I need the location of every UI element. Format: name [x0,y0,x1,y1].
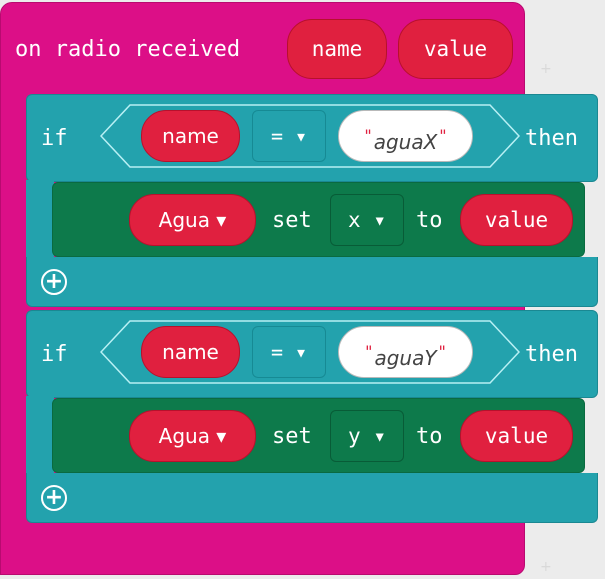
name-variable-pill[interactable]: name [141,110,240,162]
event-label: on radio received [15,37,241,62]
set-keyword: set [272,424,312,449]
then-keyword: then [525,342,578,367]
then-keyword: then [525,126,578,151]
value-variable-pill[interactable]: value [460,194,573,246]
workspace-grid-mark: + [540,61,552,77]
to-keyword: to [416,424,443,449]
string-value: aguaX [373,130,438,154]
if-keyword: if [41,126,68,151]
value-variable-pill[interactable]: value [460,410,573,462]
string-value: aguaY [374,346,437,370]
add-else-icon[interactable]: + [41,269,67,295]
sprite-set-block-1[interactable]: Agua ▾ set x ▾ to value [52,182,585,257]
sprite-set-block-2[interactable]: Agua ▾ set y ▾ to value [52,398,585,473]
param-name-pill[interactable]: name [287,19,387,79]
string-literal[interactable]: "aguaX" [338,110,473,162]
set-keyword: set [272,208,312,233]
string-literal[interactable]: "aguaY" [338,326,473,378]
sprite-dropdown[interactable]: Agua ▾ [129,194,256,246]
if-block-1-side [26,180,54,260]
operator-dropdown[interactable]: = ▾ [252,110,326,162]
add-else-icon[interactable]: + [41,485,67,511]
if-block-2-side [26,396,54,476]
name-variable-pill[interactable]: name [141,326,240,378]
property-dropdown[interactable]: x ▾ [330,194,404,246]
if-block-1-footer: + [26,257,598,307]
if-keyword: if [41,342,68,367]
param-value-pill[interactable]: value [398,19,513,79]
to-keyword: to [416,208,443,233]
if-block-2-footer: + [26,473,598,523]
sprite-dropdown[interactable]: Agua ▾ [129,410,256,462]
operator-dropdown[interactable]: = ▾ [252,326,326,378]
property-dropdown[interactable]: y ▾ [330,410,404,462]
workspace-grid-mark: + [540,559,552,575]
